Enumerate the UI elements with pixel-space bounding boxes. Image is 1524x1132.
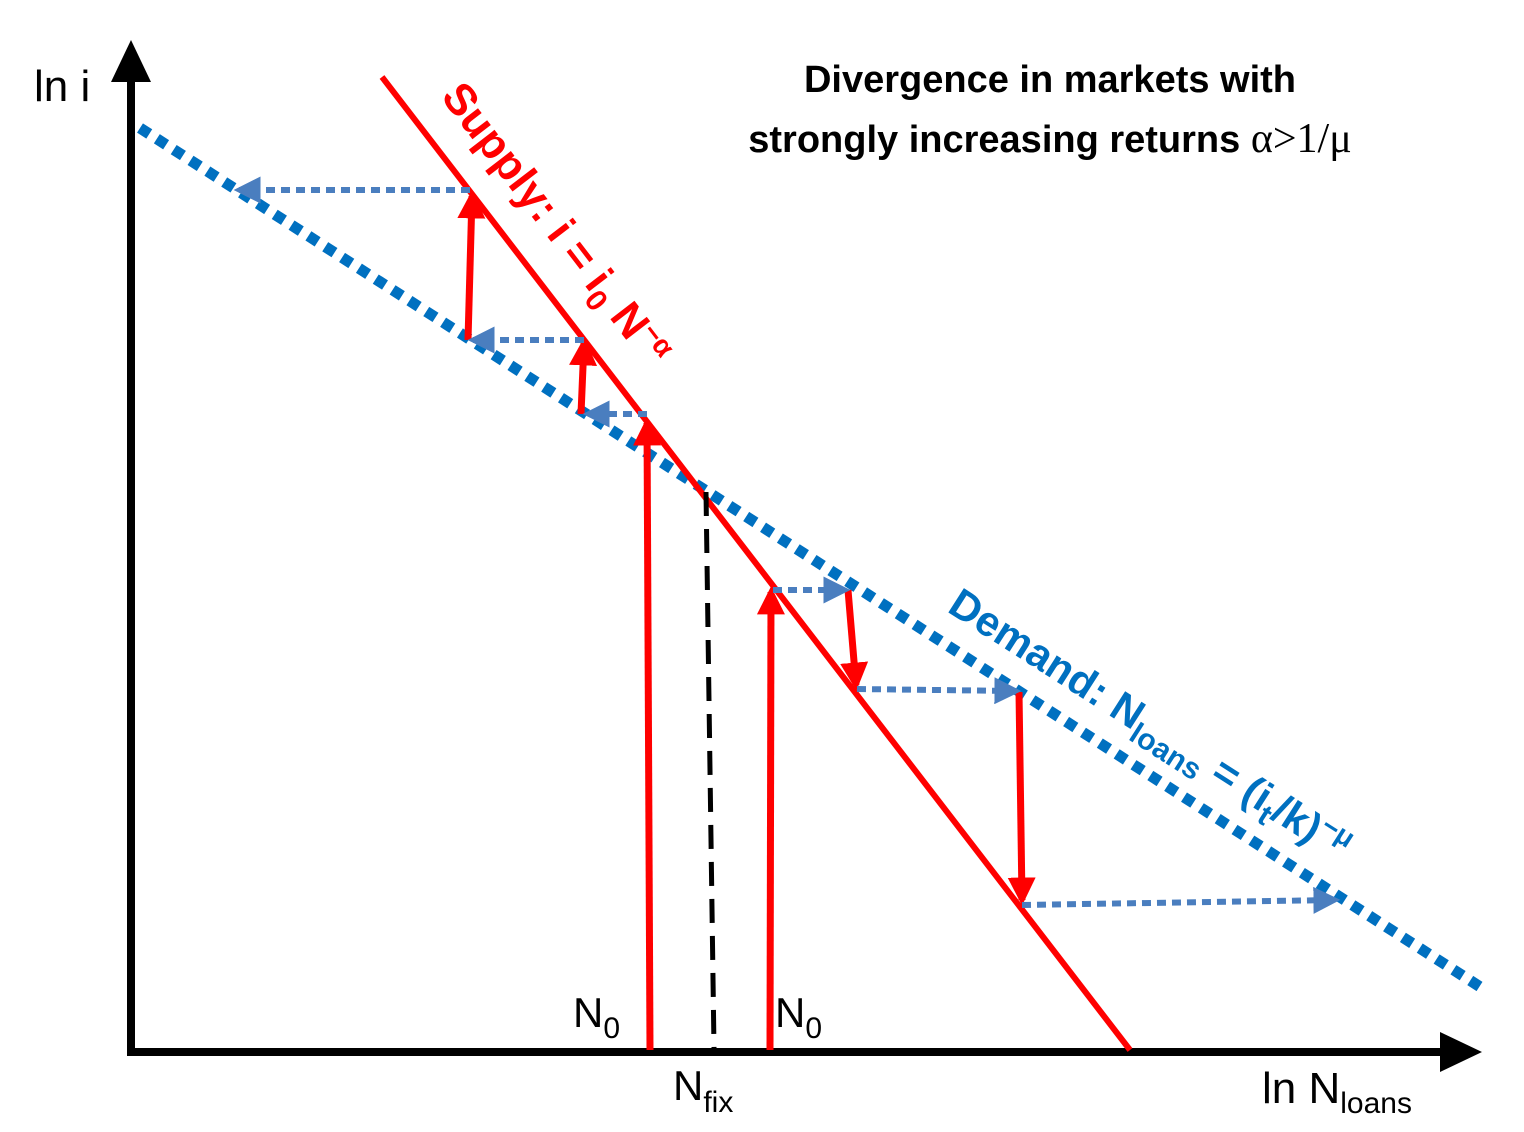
red-arrow-right-2 (1007, 691, 1036, 906)
diagram-title: Divergence in markets with strongly incr… (748, 59, 1351, 162)
n0-left-sub: 0 (603, 1012, 620, 1045)
nfix-label: Nfix (673, 1062, 733, 1119)
title-line-2: strongly increasing returns α>1/μ (748, 116, 1351, 162)
nfix-main: N (673, 1062, 703, 1109)
arrow-right-icon (1440, 1032, 1482, 1072)
x-axis-label-main: ln N (1262, 1064, 1340, 1113)
n0-right-main: N (775, 989, 805, 1036)
n0-right-sub: 0 (805, 1012, 822, 1045)
n0-right-label: N0 (775, 989, 822, 1045)
demand-label: Demand: Nloans = (it/k)−μ (937, 576, 1361, 876)
n0-left-label: N0 (573, 989, 620, 1045)
title-line-2-text: strongly increasing returns (748, 119, 1251, 161)
nfix-dashed-line (703, 491, 717, 1049)
arrow-up-icon (111, 40, 151, 82)
supply-step-arrows (457, 190, 1036, 1051)
red-arrow-right-1 (840, 589, 869, 691)
blue-arrow-right-2 (856, 677, 1022, 705)
y-axis-label: ln i (34, 62, 90, 111)
n0-left-main: N (573, 989, 603, 1036)
red-arrow-left-1 (569, 337, 598, 415)
red-arrow-right-start (756, 586, 785, 1051)
axes (111, 40, 1482, 1072)
demand-step-arrows (233, 176, 1341, 914)
x-axis-label-sub: loans (1340, 1087, 1412, 1120)
title-line-1: Divergence in markets with (804, 59, 1296, 101)
x-axis-label: ln Nloans (1262, 1064, 1412, 1120)
demand-label-sub1: loans (1124, 717, 1208, 787)
demand-label-end: /k) (1264, 786, 1331, 852)
blue-arrow-right-3 (1021, 886, 1341, 914)
red-arrow-left-2 (457, 190, 486, 341)
supply-curve (379, 75, 1133, 1052)
demand-curve (137, 123, 1488, 995)
nfix-sub: fix (703, 1086, 733, 1119)
title-line-2-symbol: α>1/μ (1251, 116, 1352, 162)
red-arrow-left-start (633, 417, 662, 1051)
